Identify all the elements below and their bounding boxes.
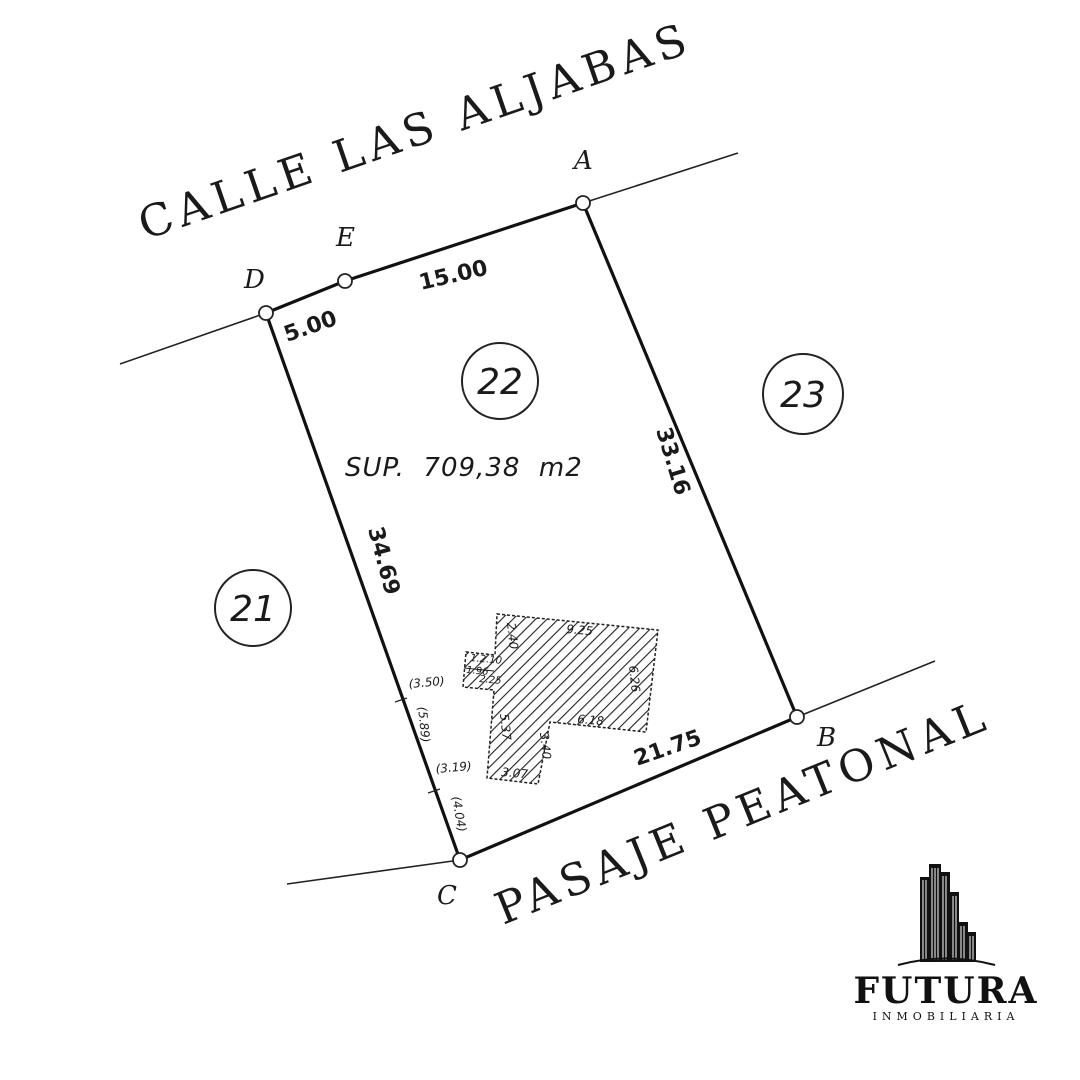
lot-boundary	[263, 201, 800, 863]
offset-dim-3: (3.19)	[435, 759, 472, 776]
dimension-ab: 33.16	[650, 424, 694, 498]
lot-number-23: 23	[780, 375, 826, 416]
vertex-label-b: B	[816, 723, 836, 753]
offset-dim-1: (3.50)	[408, 674, 445, 691]
offset-dim-2: (5.89)	[415, 706, 433, 743]
vertex-label-a: A	[572, 146, 593, 176]
boundary-tick-2	[427, 788, 441, 794]
vertex-marker-a	[575, 195, 591, 211]
vertex-marker-b	[789, 709, 805, 725]
lot-area: SUP. 709,38 m2	[345, 453, 583, 483]
building-dim-left-top: 2.40	[504, 622, 521, 650]
boundary-tick-1	[394, 697, 408, 703]
vertex-label-c: C	[437, 881, 457, 911]
building-dim-notch-low: 2.25	[479, 674, 502, 687]
dimension-ea: 15.00	[417, 256, 490, 296]
building-dim-notch-top: 1.2.10	[470, 653, 503, 667]
brand-subtitle: INMOBILIARIA	[873, 1010, 1020, 1023]
building-notch-line	[463, 667, 495, 672]
lot-circle-23	[762, 353, 844, 435]
brand-logo-icon	[897, 864, 996, 966]
lot-number-22: 22	[477, 362, 523, 403]
lot-circle-21	[214, 569, 292, 647]
brand-name: FUTURA	[854, 970, 1039, 1012]
vertex-label-e: E	[335, 223, 355, 253]
lot-circle-22	[461, 342, 539, 420]
vertex-marker-e	[337, 273, 353, 289]
building-dim-inner-left: 5.37	[497, 713, 514, 741]
vertex-marker-c	[452, 852, 468, 868]
building-dim-right: 6.26	[626, 665, 643, 693]
dimension-de: 5.00	[281, 306, 340, 347]
building-footprint	[462, 613, 659, 785]
vertex-marker-d	[258, 305, 274, 321]
building-dim-top: 9.25	[566, 622, 594, 638]
building-dim-lower-right: 3.40	[537, 732, 554, 760]
building-dim-notch-mid: 1.96	[466, 665, 489, 678]
dimension-cd: 34.69	[362, 524, 404, 598]
dimension-bc: 21.75	[631, 725, 705, 771]
building-dim-inner-step: 6.18	[577, 712, 605, 728]
offset-dim-4: (4.04)	[449, 795, 469, 833]
street-name-north: CALLE LAS ALJABAS	[132, 13, 699, 251]
vertex-label-d: D	[243, 265, 265, 295]
lot-number-21: 21	[230, 589, 276, 630]
building-dim-bottom: 3.07	[501, 765, 529, 781]
